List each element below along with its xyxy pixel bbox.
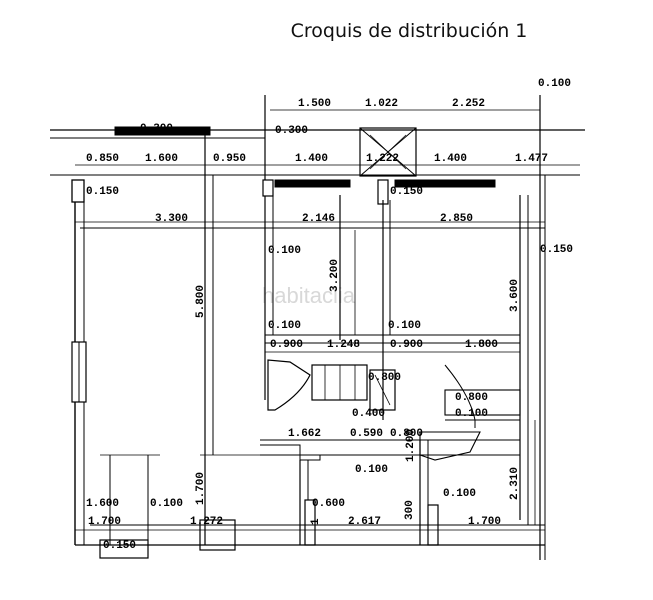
dim-label: 0.400 bbox=[352, 408, 385, 420]
dim-label: 3.600 bbox=[509, 279, 521, 312]
dim-label: 0.950 bbox=[213, 153, 246, 165]
dim-label: 0.100 bbox=[268, 320, 301, 332]
dim-label: 0.800 bbox=[390, 428, 423, 440]
dim-label: 1.400 bbox=[434, 153, 467, 165]
dim-label: 1.022 bbox=[365, 98, 398, 110]
dim-label: 0.100 bbox=[443, 488, 476, 500]
dim-label: 0.900 bbox=[390, 339, 423, 351]
dim-label: 0.300 bbox=[275, 125, 308, 137]
dim-label: 2.310 bbox=[509, 467, 521, 500]
dim-label: 0.800 bbox=[368, 372, 401, 384]
dimension-labels: 0.100 1.500 1.022 2.252 0.300 0.300 0.85… bbox=[86, 78, 573, 552]
dim-label: 0.600 bbox=[312, 498, 345, 510]
dim-label: 0.150 bbox=[86, 186, 119, 198]
dim-label: 5.800 bbox=[195, 285, 207, 318]
dim-label: 1.400 bbox=[295, 153, 328, 165]
dim-label: 0.300 bbox=[140, 123, 173, 135]
watermark: habitaclia bbox=[262, 283, 356, 308]
plan-title: Croquis de distribución 1 bbox=[290, 20, 528, 42]
dim-label: 1.800 bbox=[465, 339, 498, 351]
dim-label: 0.800 bbox=[455, 392, 488, 404]
dim-label: 1.600 bbox=[145, 153, 178, 165]
dim-label: 1.700 bbox=[195, 472, 207, 505]
floor-plan-drawing: habitaclia bbox=[50, 78, 585, 560]
dim-label: 1.662 bbox=[288, 428, 321, 440]
dim-label: 2.146 bbox=[302, 213, 335, 225]
dim-label: 1.477 bbox=[515, 153, 548, 165]
dim-label: 1.248 bbox=[327, 339, 360, 351]
dim-label: 2.850 bbox=[440, 213, 473, 225]
dim-label: 0.150 bbox=[103, 540, 136, 552]
dim-label: 0.100 bbox=[538, 78, 571, 90]
dim-label: 0.150 bbox=[540, 244, 573, 256]
dim-label: 1.700 bbox=[468, 516, 501, 528]
dim-label: 1.500 bbox=[298, 98, 331, 110]
dimension-lines bbox=[75, 109, 580, 545]
dim-label: 0.100 bbox=[388, 320, 421, 332]
dim-label: 0.150 bbox=[390, 186, 423, 198]
dim-label: 0.100 bbox=[150, 498, 183, 510]
dim-label: 2.252 bbox=[452, 98, 485, 110]
dim-label: 1 bbox=[310, 518, 322, 525]
dim-label: 0.590 bbox=[350, 428, 383, 440]
dim-label: 3.200 bbox=[329, 259, 341, 292]
dim-label: 300 bbox=[404, 500, 416, 520]
dim-label: 0.900 bbox=[270, 339, 303, 351]
dim-label: 1.200 bbox=[405, 429, 417, 462]
dim-label: 1.272 bbox=[190, 516, 223, 528]
dim-label: 2.617 bbox=[348, 516, 381, 528]
dim-label: 0.100 bbox=[355, 464, 388, 476]
dim-label: 0.100 bbox=[268, 245, 301, 257]
dim-label: 3.300 bbox=[155, 213, 188, 225]
dim-label: 0.850 bbox=[86, 153, 119, 165]
dim-label: 1.600 bbox=[86, 498, 119, 510]
dim-label: 0.100 bbox=[455, 408, 488, 420]
dim-label: 1.700 bbox=[88, 516, 121, 528]
dim-label: 1.222 bbox=[366, 153, 399, 165]
